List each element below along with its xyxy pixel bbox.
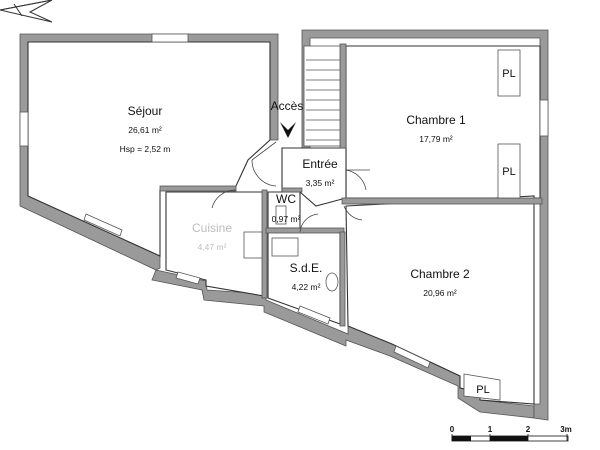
wc-area: 0,97 m²	[272, 214, 301, 224]
placard-2-label: PL	[502, 166, 515, 178]
sde-area: 4,22 m²	[292, 282, 321, 292]
sde-name: S.d.E.	[290, 261, 323, 275]
scale-tick-3: 3m	[560, 425, 572, 434]
doors	[211, 141, 370, 233]
vanity	[271, 237, 299, 257]
placard-1-label: PL	[502, 68, 515, 80]
stove	[243, 231, 263, 259]
access-arrow-icon	[280, 122, 296, 138]
room-floors	[27, 41, 541, 405]
chambre2-area: 20,96 m²	[423, 288, 457, 298]
scale-tick-1: 1	[488, 425, 493, 434]
cuisine-name: Cuisine	[192, 221, 232, 235]
shower-drain	[325, 272, 339, 292]
placard-3	[463, 373, 501, 401]
fixtures	[243, 205, 339, 292]
scale-tick-0: 0	[450, 425, 455, 434]
scale-tick-2: 2	[526, 425, 531, 434]
partitions	[159, 43, 543, 401]
scale-bar: 0 1 2 3m	[450, 425, 572, 442]
placard-1	[497, 49, 521, 97]
chambre2-name: Chambre 2	[410, 267, 470, 281]
acces-label: Accès	[271, 99, 304, 113]
entree-name: Entrée	[302, 157, 338, 171]
north-arrow-icon	[0, 0, 53, 23]
wc-bowl	[275, 205, 287, 225]
staircase	[303, 45, 341, 147]
room-labels: Séjour 26,61 m² Hsp = 2,52 m Accès Chamb…	[120, 68, 516, 396]
cuisine-area: 4,47 m²	[198, 242, 227, 252]
windows	[19, 33, 549, 369]
sejour-name: Séjour	[128, 104, 163, 118]
sejour-height: Hsp = 2,52 m	[120, 144, 171, 154]
placard-3-label: PL	[476, 384, 489, 396]
chambre1-name: Chambre 1	[406, 113, 466, 127]
sejour-area: 26,61 m²	[128, 125, 162, 135]
placard-2	[497, 143, 521, 199]
entree-area: 3,35 m²	[306, 178, 335, 188]
wc-name: WC	[276, 192, 296, 206]
chambre1-area: 17,79 m²	[419, 134, 453, 144]
